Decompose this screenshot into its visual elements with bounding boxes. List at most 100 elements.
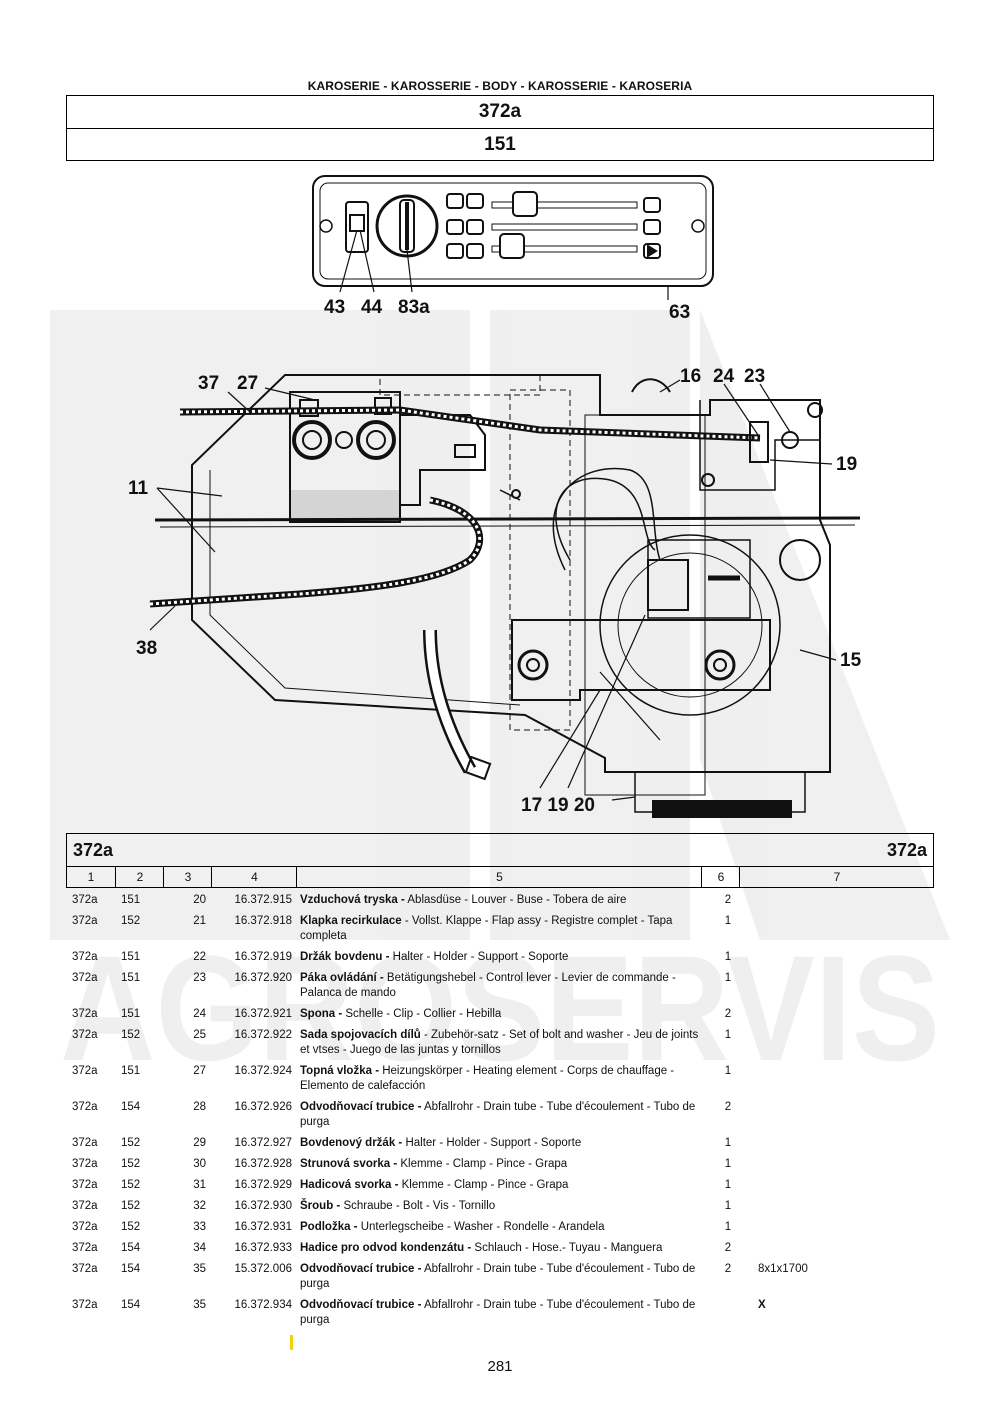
row-description: Sada spojovacích dílů - Zubehör-satz - S… [300,1028,700,1058]
row-part-number: 16.372.930 [234,1200,292,1212]
row-description: Šroub - Schraube - Bolt - Vis - Tornillo [300,1199,700,1214]
row-name: Odvodňovací trubice - [300,1101,422,1113]
callout-44: 44 [361,297,383,318]
highlight-mark [290,1335,293,1350]
control-panel [312,175,714,287]
callout-24: 24 [713,366,735,387]
row-part-number: 16.372.929 [234,1179,292,1191]
row-position: 28 [193,1101,206,1113]
row-desc: Schelle - Clip - Collier - Hebilla [342,1008,502,1020]
row-position: 33 [193,1221,206,1233]
row-description: Odvodňovací trubice - Abfallrohr - Drain… [300,1100,700,1130]
row-part-number: 16.372.926 [234,1101,292,1113]
row-group: 372a [72,1158,98,1170]
row-subgroup: 152 [121,1137,141,1149]
table-row: 372a 154 28 16.372.926 Odvodňovací trubi… [66,1097,934,1133]
row-subgroup: 151 [121,1008,141,1020]
callout-23: 23 [744,366,765,387]
row-group: 372a [72,1008,98,1020]
row-name: Podložka - [300,1221,358,1233]
table-row: 372a 152 30 16.372.928 Strunová svorka -… [66,1154,934,1175]
row-part-number: 16.372.919 [234,951,292,963]
row-name: Držák bovdenu - [300,951,390,963]
row-quantity: 1 [724,972,732,984]
row-subgroup: 151 [121,951,141,963]
row-group: 372a [72,894,98,906]
row-subgroup: 154 [121,1242,141,1254]
row-subgroup: 152 [121,1029,141,1041]
column-7: 7 [739,867,934,888]
column-2: 2 [115,867,164,888]
row-desc: Ablasdüse - Louver - Buse - Tobera de ai… [404,894,627,906]
row-group: 372a [72,915,98,927]
column-3: 3 [163,867,212,888]
row-subgroup: 154 [121,1101,141,1113]
row-name: Bovdenový držák - [300,1137,403,1149]
row-desc: Halter - Holder - Support - Soporte [402,1137,582,1149]
row-group: 372a [72,1179,98,1191]
row-subgroup: 152 [121,1158,141,1170]
row-quantity: 2 [724,1263,732,1275]
row-part-number: 16.372.933 [234,1242,292,1254]
row-desc: Schlauch - Hose.- Tuyau - Manguera [471,1242,663,1254]
row-quantity: 1 [724,1029,732,1041]
row-name: Odvodňovací trubice - [300,1263,422,1275]
row-part-number: 16.372.921 [234,1008,292,1020]
row-name: Topná vložka - [300,1065,380,1077]
row-description: Odvodňovací trubice - Abfallrohr - Drain… [300,1298,700,1328]
row-part-number: 16.372.922 [234,1029,292,1041]
column-1: 1 [87,870,95,884]
row-name: Šroub - [300,1200,341,1212]
row-description: Odvodňovací trubice - Abfallrohr - Drain… [300,1262,700,1292]
row-description: Hadice pro odvod kondenzátu - Schlauch -… [300,1241,700,1256]
row-name: Hadice pro odvod kondenzátu - [300,1242,472,1254]
row-position: 29 [193,1137,206,1149]
row-desc: Unterlegscheibe - Washer - Rondelle - Ar… [357,1221,605,1233]
row-description: Strunová svorka - Klemme - Clamp - Pince… [300,1157,700,1172]
row-quantity: 2 [724,1242,732,1254]
row-description: Držák bovdenu - Halter - Holder - Suppor… [300,950,700,965]
row-name: Klapka recirkulace [300,915,402,927]
column-6: 6 [701,867,740,888]
row-quantity: 2 [724,1101,732,1113]
row-quantity: 1 [724,1137,732,1149]
row-position: 21 [193,915,206,927]
section-label-right: 372a [886,840,927,860]
table-row: 372a 152 25 16.372.922 Sada spojovacích … [66,1025,934,1061]
row-part-number: 15.372.006 [234,1263,292,1275]
row-group: 372a [72,1137,98,1149]
table-row: 372a 152 32 16.372.930 Šroub - Schraube … [66,1196,934,1217]
heater-assembly-diagram: 43 44 83a 63 37 27 16 24 23 19 11 38 15 … [128,175,862,818]
row-name: Vzduchová tryska - [300,894,405,906]
row-group: 372a [72,1200,98,1212]
callout-63: 63 [669,302,690,323]
row-name: Hadicová svorka - [300,1179,399,1191]
row-group: 372a [72,1221,98,1233]
row-group: 372a [72,1101,98,1113]
row-part-number: 16.372.920 [234,972,292,984]
row-position: 25 [193,1029,206,1041]
row-subgroup: 151 [121,972,141,984]
section-label-left: 372a [73,840,114,860]
row-quantity: 1 [724,1158,732,1170]
row-quantity: 1 [724,951,732,963]
row-group: 372a [72,1029,98,1041]
row-name: Odvodňovací trubice - [300,1299,422,1311]
table-row: 372a 151 24 16.372.921 Spona - Schelle -… [66,1004,934,1025]
row-subgroup: 152 [121,915,141,927]
row-subgroup: 151 [121,1065,141,1077]
callout-27: 27 [237,373,258,394]
column-5: 5 [296,867,702,888]
callout-11: 11 [128,478,149,499]
row-name: Sada spojovacích dílů [300,1029,421,1041]
group-number: 372a [66,95,934,129]
row-desc: Abfallrohr - Drain tube - Tube d'écoulem… [300,1299,696,1326]
table-row: 372a 154 34 16.372.933 Hadice pro odvod … [66,1238,934,1259]
callout-15: 15 [840,650,862,671]
subgroup-number: 151 [66,128,934,161]
row-quantity: 1 [724,1065,732,1077]
callout-83a: 83a [398,297,430,318]
row-desc: Abfallrohr - Drain tube - Tube d'écoulem… [300,1263,696,1290]
column-4: 4 [211,867,297,888]
table-row: 372a 152 29 16.372.927 Bovdenový držák -… [66,1133,934,1154]
